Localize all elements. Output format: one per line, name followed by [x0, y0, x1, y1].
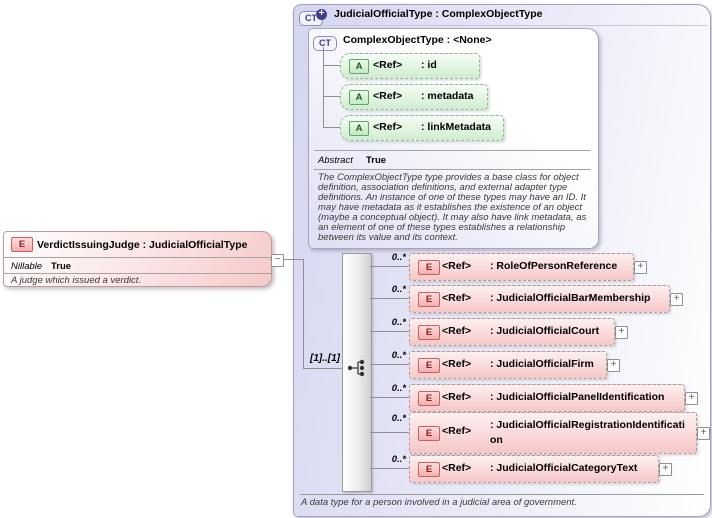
- expand-button[interactable]: +: [615, 326, 628, 339]
- separator: [314, 169, 591, 170]
- attribute-icon: A: [349, 90, 369, 105]
- element-ref: <Ref>: [442, 260, 472, 272]
- element-name: : JudicialOfficialCourt: [490, 325, 600, 337]
- ct-icon: CT: [313, 36, 337, 51]
- attribute-icon: A: [349, 59, 369, 74]
- element-icon: E: [418, 325, 440, 340]
- element-title: VerdictIssuingJudge : JudicialOfficialTy…: [37, 239, 248, 251]
- element-ref: <Ref>: [442, 358, 472, 370]
- base-type-icon: CT: [313, 33, 337, 51]
- attribute-name: : metadata: [421, 90, 474, 102]
- expand-button[interactable]: +: [670, 293, 683, 306]
- attribute-row-linkmetadata[interactable]: A <Ref> : linkMetadata: [340, 115, 504, 141]
- connector-line: [370, 331, 409, 332]
- occurrence-label: 0..*: [391, 454, 406, 465]
- connector-line: [370, 432, 409, 433]
- attribute-name: : id: [421, 59, 437, 71]
- complex-type-icon: CT +: [299, 8, 327, 26]
- expand-button[interactable]: +: [697, 427, 710, 440]
- attribute-row-metadata[interactable]: A <Ref> : metadata: [340, 84, 488, 110]
- connector-line: [303, 259, 304, 369]
- attribute-ref: <Ref>: [373, 59, 403, 71]
- element-box-verdictissuingjudge[interactable]: E VerdictIssuingJudge : JudicialOfficial…: [3, 231, 272, 287]
- occurrence-label: 0..*: [391, 413, 406, 424]
- separator: [4, 257, 271, 258]
- connector-line: [370, 266, 409, 267]
- complex-type-title: JudicialOfficialType : ComplexObjectType: [334, 8, 543, 20]
- connector-line: [370, 468, 409, 469]
- element-ref: <Ref>: [442, 292, 472, 304]
- element-icon: E: [418, 391, 440, 406]
- separator: [4, 273, 271, 274]
- element-row-judicialofficialpanelidentification[interactable]: E <Ref> : JudicialOfficialPanelIdentific…: [409, 384, 698, 412]
- base-type-description: The ComplexObjectType type provides a ba…: [318, 172, 587, 243]
- element-ref: <Ref>: [442, 462, 472, 474]
- element-name: : JudicialOfficialBarMembership: [490, 292, 651, 304]
- element-icon: E: [418, 426, 440, 441]
- element-ref: <Ref>: [442, 391, 472, 403]
- connector-line: [323, 65, 340, 66]
- collapse-button[interactable]: −: [271, 254, 284, 267]
- sequence-compositor-bar[interactable]: [342, 253, 372, 492]
- connector-line: [323, 127, 340, 128]
- ct-plus-badge-icon: +: [316, 9, 327, 20]
- expand-button[interactable]: +: [659, 463, 672, 476]
- element-icon: E: [418, 292, 440, 307]
- expand-button[interactable]: +: [634, 261, 647, 274]
- complex-type-description: A data type for a person involved in a j…: [301, 497, 577, 508]
- element-icon: E: [418, 462, 440, 477]
- occurrence-label: 0..*: [391, 383, 406, 394]
- element-description: A judge which issued a verdict.: [11, 275, 142, 286]
- element-name: : JudicialOfficialFirm: [490, 358, 594, 370]
- connector-line: [370, 397, 409, 398]
- separator: [314, 150, 591, 151]
- base-type-title: ComplexObjectType : <None>: [343, 34, 492, 46]
- connector-line: [370, 298, 409, 299]
- element-icon: E: [418, 358, 440, 373]
- occurrence-label: 0..*: [391, 284, 406, 295]
- abstract-label: Abstract: [318, 155, 353, 166]
- element-row-judicialofficialcourt[interactable]: E <Ref> : JudicialOfficialCourt +: [409, 318, 628, 346]
- element-row-judicialofficialbarmembership[interactable]: E <Ref> : JudicialOfficialBarMembership …: [409, 285, 683, 313]
- element-name: : JudicialOfficialCategoryText: [490, 462, 638, 474]
- nillable-label: Nillable: [11, 261, 43, 272]
- title-separator: [295, 25, 707, 26]
- element-ref: <Ref>: [442, 325, 472, 337]
- element-icon: E: [418, 260, 440, 275]
- expand-button[interactable]: +: [607, 359, 620, 372]
- element-row-judicialofficialcategorytext[interactable]: E <Ref> : JudicialOfficialCategoryText +: [409, 455, 672, 483]
- attribute-icon: A: [349, 121, 369, 136]
- occurrence-label: 0..*: [391, 317, 406, 328]
- attribute-ref: <Ref>: [373, 121, 403, 133]
- connector-line: [323, 47, 324, 127]
- separator: [300, 494, 704, 495]
- attribute-row-id[interactable]: A <Ref> : id: [340, 53, 480, 79]
- connector-line: [270, 259, 304, 260]
- expand-button[interactable]: +: [685, 392, 698, 405]
- element-name: : RoleOfPersonReference: [490, 260, 618, 272]
- element-name: : JudicialOfficialRegistrationIdentifica…: [490, 419, 685, 446]
- occurrence-label: 0..*: [391, 252, 406, 263]
- occurrence-label: 0..*: [391, 350, 406, 361]
- abstract-value: True: [366, 155, 387, 166]
- element-row-roleofpersonreference[interactable]: E <Ref> : RoleOfPersonReference +: [409, 253, 647, 281]
- connector-line: [370, 364, 409, 365]
- attribute-ref: <Ref>: [373, 90, 403, 102]
- attribute-name: : linkMetadata: [421, 121, 492, 133]
- sequence-cardinality: [1]..[1]: [310, 353, 340, 364]
- sequence-icon: [347, 359, 365, 377]
- element-row-judicialofficialfirm[interactable]: E <Ref> : JudicialOfficialFirm +: [409, 351, 620, 379]
- element-icon: E: [11, 237, 33, 252]
- element-name: : JudicialOfficialPanelIdentification: [490, 391, 665, 403]
- element-ref: <Ref>: [442, 425, 472, 437]
- nillable-value: True: [51, 261, 72, 272]
- connector-line: [303, 368, 343, 369]
- connector-line: [323, 96, 340, 97]
- element-row-judicialofficialregistrationidentification[interactable]: E <Ref> : JudicialOfficialRegistrationId…: [409, 412, 710, 454]
